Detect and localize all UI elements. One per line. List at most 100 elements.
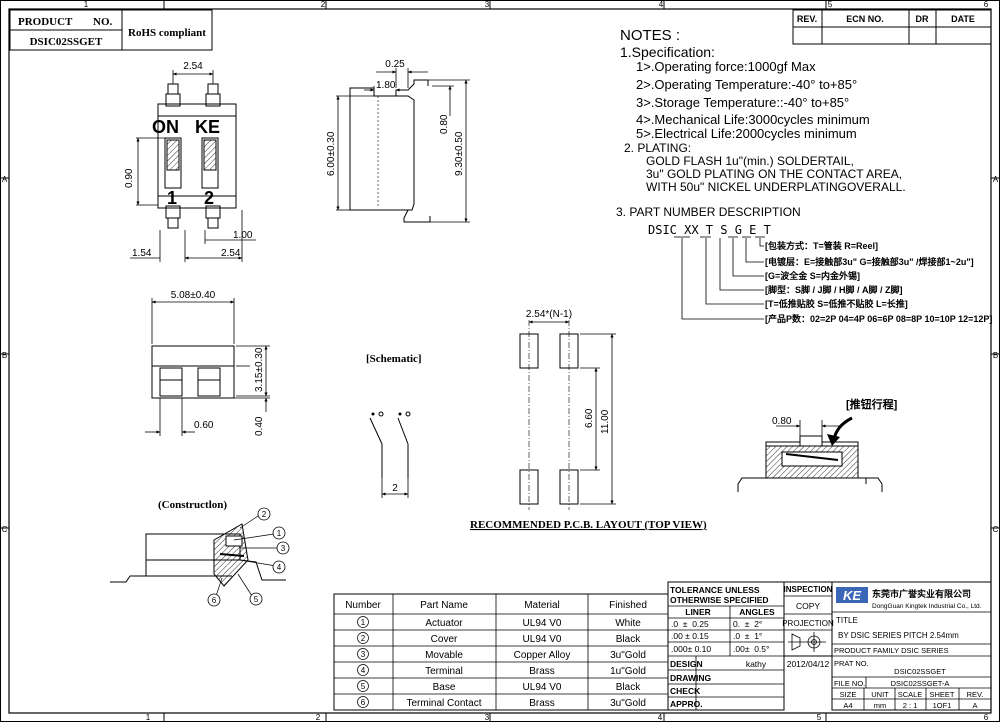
bom-row-4-num: 4 xyxy=(361,666,366,675)
bom-row-6-material: Brass xyxy=(529,698,555,709)
bom-row-2-name: Cover xyxy=(431,634,458,645)
top-view: ON KE 1 2 2.54 0.90 1.00 1.54 2.54 xyxy=(124,61,256,262)
company-logo xyxy=(836,587,868,603)
bom-row-2-num: 2 xyxy=(361,634,366,643)
pn-item-2: [电镀层：E=接触部3u" G=接触部3u" /焊接部1~2u"] xyxy=(765,256,974,267)
bom-header-finished: Finished xyxy=(609,600,647,611)
scale-header: SCALE xyxy=(898,690,923,699)
plating-line-2: 3u" GOLD PLATING ON THE CONTACT AREA, xyxy=(646,167,902,181)
bom-row-4-name: Terminal xyxy=(425,666,463,677)
no-label: NO. xyxy=(93,16,113,28)
dr-header: DR xyxy=(916,14,929,24)
callout-6: 6 xyxy=(212,596,217,605)
tick-left-b: B xyxy=(2,351,7,360)
date-header: DATE xyxy=(951,14,975,24)
company-name-en: DongGuan Kingtek Industrial Co., Ltd. xyxy=(872,603,982,610)
design-label: DESIGN xyxy=(670,659,703,669)
appro-label: APPRO. xyxy=(670,699,703,709)
schematic-dim: 2 xyxy=(392,483,398,494)
bom-row-3-num: 3 xyxy=(361,650,366,659)
bom-header-material: Material xyxy=(524,600,560,611)
pcb-layout: 2.54*(N-1) 6.60 11.00 RECOMMENDED P.C.B.… xyxy=(470,309,707,531)
bom-row-5-num: 5 xyxy=(361,682,366,691)
dim-0-80: 0.80 xyxy=(439,114,450,134)
bom-row-2-finish: Black xyxy=(616,634,641,645)
tol-lin-1: .0 ± 0.25 xyxy=(671,619,709,629)
pn-heading: 3. PART NUMBER DESCRIPTION xyxy=(616,205,801,219)
ke-label: KE xyxy=(195,117,220,137)
tick-top-5: 5 xyxy=(828,0,833,9)
dim-height: 0.90 xyxy=(124,168,135,188)
bom-header-number: Number xyxy=(345,600,381,611)
spec-item-2: 2>.Operating Temperature:-40° to+85° xyxy=(636,77,857,92)
schematic: [Schematic] 2 xyxy=(366,353,422,498)
title-label: TITLE xyxy=(836,616,858,625)
tick-bottom-5: 5 xyxy=(817,713,822,722)
tolerance-title-1: TOLERANCE UNLESS xyxy=(670,585,760,595)
tick-top-2: 2 xyxy=(321,0,326,9)
copy-label: COPY xyxy=(796,601,820,611)
bom-row-3-name: Movable xyxy=(425,650,463,661)
bom-row-3-finish: 3u"Gold xyxy=(610,650,646,661)
rev-header-title: REV. xyxy=(967,690,984,699)
tick-left-a: A xyxy=(2,175,8,184)
side-view: 0.25 1.80 0.80 6.00±0.30 9.30±0.50 xyxy=(326,59,470,223)
tick-bottom-2: 2 xyxy=(316,713,321,722)
callout-4: 4 xyxy=(277,563,282,572)
notes-title: NOTES : xyxy=(620,27,680,44)
ecn-header: ECN NO. xyxy=(846,14,884,24)
tick-top-1: 1 xyxy=(84,0,89,9)
tick-right-b: B xyxy=(993,351,998,360)
dim-0-40: 0.40 xyxy=(254,416,265,436)
sheet-header: SHEET xyxy=(929,690,954,699)
bom-rows: 1 Actuator UL94 V0 White 2 Cover UL94 V0… xyxy=(361,618,646,709)
dim-3-15: 3.15±0.30 xyxy=(254,347,265,392)
callout-1: 1 xyxy=(277,529,282,538)
bom-row-4-finish: 1u"Gold xyxy=(610,666,646,677)
bom-row-5-material: UL94 V0 xyxy=(523,682,562,693)
bom-row-1-material: UL94 V0 xyxy=(523,618,562,629)
spec-item-3: 3>.Storage Temperature::-40° to+85° xyxy=(636,95,849,110)
tick-right-a: A xyxy=(993,175,999,184)
bom-row-5-name: Base xyxy=(433,682,456,693)
spec-item-5: 5>.Electrical Life:2000cycles minimum xyxy=(636,126,857,141)
pcb-dim-11-00: 11.00 xyxy=(600,409,611,434)
plating-line-3: WITH 50u" NICKEL UNDERPLATINGOVERALL. xyxy=(646,180,906,194)
tick-bottom-1: 1 xyxy=(146,713,151,722)
product-family: PRODUCT FAMILY DSIC SERIES xyxy=(834,646,949,655)
pn-item-4: [脚型：S脚 / J脚 / H脚 / A脚 / Z脚] xyxy=(765,284,903,295)
pn-code: DSIC XX T S G E T xyxy=(648,223,771,237)
tol-lin-3: .000± 0.10 xyxy=(671,644,711,654)
unit-header: UNIT xyxy=(871,690,889,699)
revision-table: REV. ECN NO. DR DATE xyxy=(792,9,992,45)
bom-row-1-num: 1 xyxy=(361,618,366,627)
file-no-label: FILE NO. xyxy=(834,679,865,688)
tolerance-block: TOLERANCE UNLESS OTHERWISE SPECIFIED LIN… xyxy=(667,581,834,711)
tick-left-c: C xyxy=(2,525,8,534)
bom-row-5-finish: Black xyxy=(616,682,641,693)
bom-row-1-name: Actuator xyxy=(425,618,463,629)
projection-label: PROJECTION xyxy=(782,619,834,628)
title-block: KE 东莞市广誉实业有限公司 DongGuan Kingtek Industri… xyxy=(831,581,992,711)
bom-row-6-name: Terminal Contact xyxy=(406,698,481,709)
bom-row-4-material: Brass xyxy=(529,666,555,677)
pn-leader-lines xyxy=(674,236,765,320)
tick-bottom-4: 4 xyxy=(658,713,663,722)
liner-header: LINER xyxy=(685,607,711,617)
tick-bottom-6: 6 xyxy=(984,713,989,722)
tick-top-3: 3 xyxy=(485,0,490,9)
sheet-value: 1OF1 xyxy=(933,701,952,710)
construction-title: (Constructlon) xyxy=(158,499,227,511)
plating-heading: 2. PLATING: xyxy=(624,141,691,155)
size-header: SIZE xyxy=(840,690,857,699)
tick-bottom-3: 3 xyxy=(485,713,490,722)
bom-header-part-name: Part Name xyxy=(420,600,468,611)
file-no-value: DSIC02SSGET-A xyxy=(891,679,950,688)
plating-line-1: GOLD FLASH 1u"(min.) SOLDERTAIL, xyxy=(646,154,854,168)
dim-2-54b: 2.54 xyxy=(221,248,241,259)
spec-item-1: 1>.Operating force:1000gf Max xyxy=(636,59,816,74)
dim-6-00: 6.00±0.30 xyxy=(326,131,337,176)
on-label: ON xyxy=(152,117,179,137)
size-value: A4 xyxy=(843,701,852,710)
